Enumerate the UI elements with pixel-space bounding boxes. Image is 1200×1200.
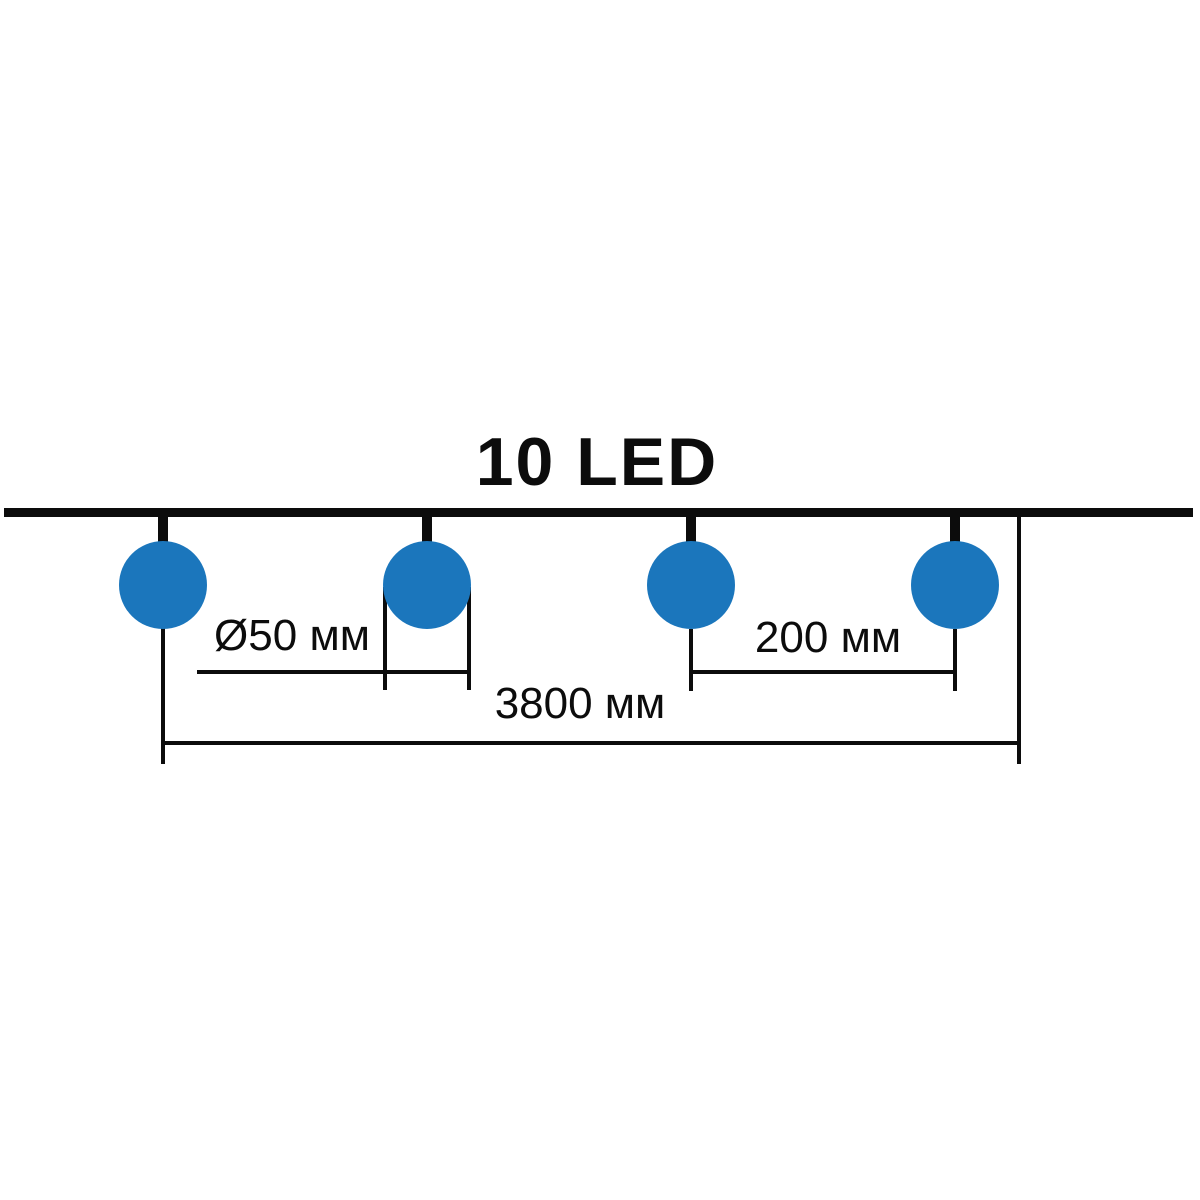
bulb-stem — [422, 517, 432, 547]
dimension-line — [161, 741, 1021, 745]
bulb-stem — [158, 517, 168, 547]
bulb-stem — [950, 517, 960, 547]
led-bulb — [647, 541, 735, 629]
led-bulb — [383, 541, 471, 629]
dimension-line — [691, 670, 957, 674]
led-bulb — [911, 541, 999, 629]
bulb-stem — [686, 517, 696, 547]
dimension-extension-line — [1017, 517, 1021, 764]
dimension-tick — [383, 587, 387, 690]
dimension-line — [197, 670, 471, 674]
dimension-extension-line — [161, 627, 165, 764]
spacing-label: 200 мм — [754, 613, 902, 662]
total-length-label: 3800 мм — [494, 679, 666, 728]
dimension-tick — [953, 629, 957, 691]
dimension-tick — [689, 629, 693, 691]
garland-wire — [4, 508, 1193, 517]
dimension-tick — [467, 587, 471, 690]
diameter-label: Ø50 мм — [214, 611, 370, 660]
led-bulb — [119, 541, 207, 629]
diagram-title: 10 LED — [475, 424, 719, 500]
